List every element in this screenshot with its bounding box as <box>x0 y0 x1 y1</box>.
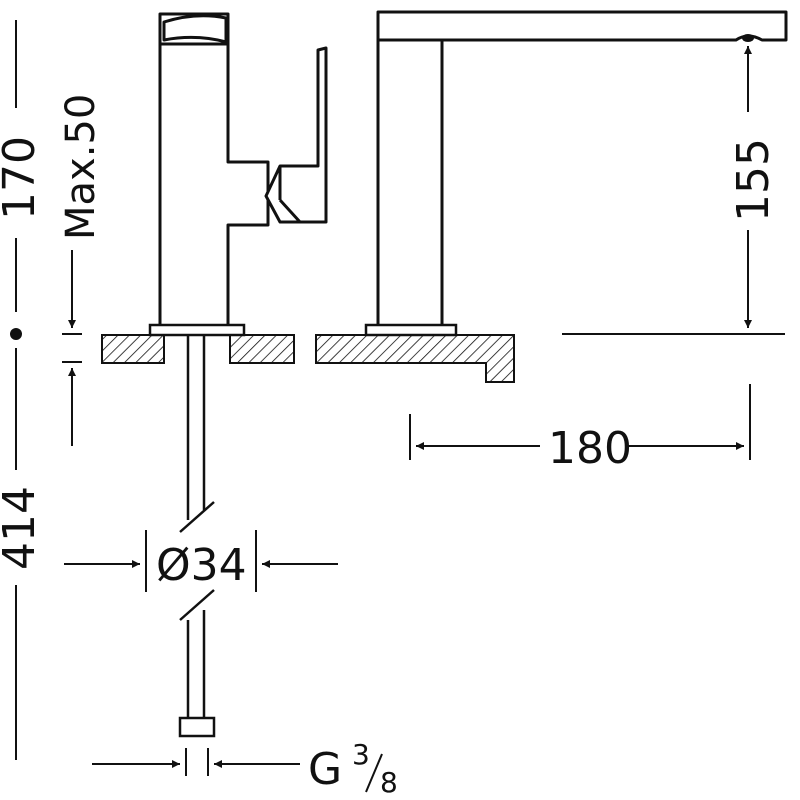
dim-thread-g: G <box>308 744 342 795</box>
dim-max-deck: Max.50 <box>58 94 104 240</box>
dimension-dot <box>10 328 22 340</box>
dim-spout-reach: 180 <box>548 423 632 474</box>
spout <box>376 10 788 325</box>
dim-hose-diameter: Ø34 <box>156 540 247 591</box>
dim-thread-numerator: 3 <box>352 738 370 771</box>
mixer-lever <box>264 46 328 224</box>
countertop-section <box>101 334 515 383</box>
mixer-base-flange <box>148 323 246 337</box>
thread-dimension <box>92 748 383 793</box>
flexible-hose <box>179 335 215 718</box>
spout-reach-dimension <box>409 384 751 460</box>
spout-base-flange <box>364 323 458 337</box>
dim-total-height: 170 <box>0 136 45 220</box>
spout-height-dimension <box>562 46 785 335</box>
deck-thickness-arrows <box>62 250 82 446</box>
dim-thread-denominator: 8 <box>380 766 398 799</box>
diameter-dimension <box>64 530 338 592</box>
dim-spout-height: 155 <box>728 138 779 222</box>
hose-connector-nut <box>178 716 216 738</box>
dim-hose-length: 414 <box>0 486 45 570</box>
mixer-body <box>158 12 270 325</box>
